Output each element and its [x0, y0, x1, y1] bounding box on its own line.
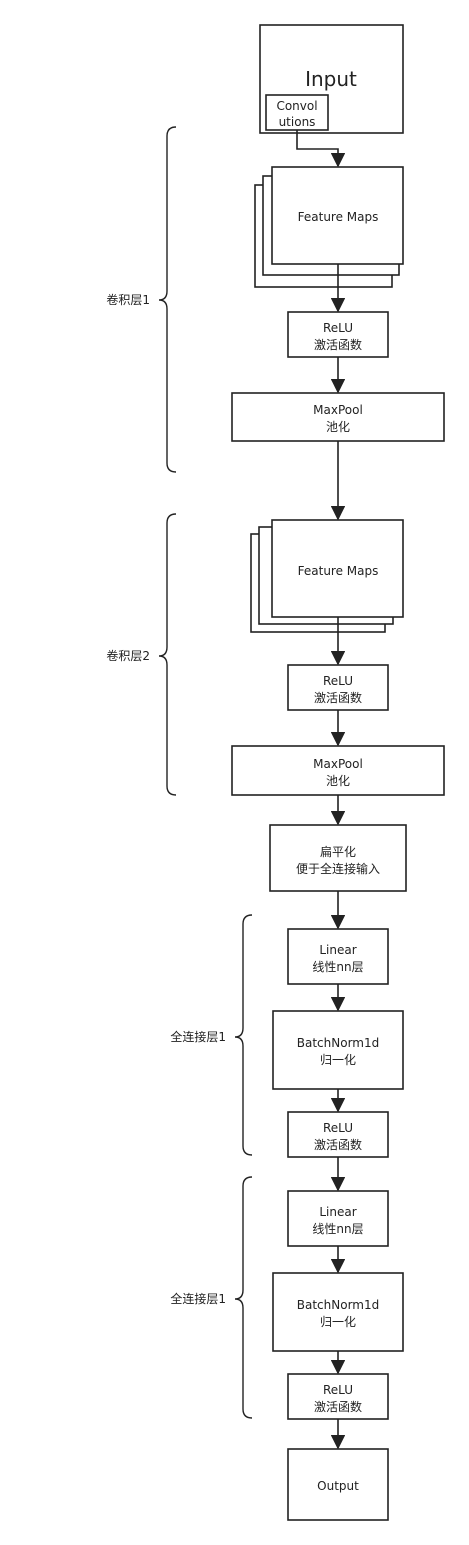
flatten-label-line1: 扁平化	[320, 845, 356, 859]
output-label: Output	[317, 1479, 359, 1493]
feature-maps-2-label: Feature Maps	[298, 564, 379, 578]
batchnorm-1-label-line1: BatchNorm1d	[297, 1036, 379, 1050]
relu-4-box	[287, 1373, 389, 1420]
fc-layer-1-brace	[234, 914, 253, 1156]
maxpool-2-label-line2: 池化	[326, 774, 350, 788]
conv-layer-2-brace	[158, 513, 177, 796]
relu-4-label-line1: ReLU	[323, 1383, 353, 1397]
output-box	[287, 1448, 389, 1521]
input-label: Input	[305, 67, 357, 91]
convolutions-label-line1: Convol	[276, 99, 317, 113]
maxpool-2-box	[231, 745, 445, 796]
relu-3-label-line2: 激活函数	[314, 1137, 362, 1152]
maxpool-1-box	[231, 392, 445, 442]
linear-2-label-line1: Linear	[319, 1205, 356, 1219]
conv-layer-1-label: 卷积层1	[106, 292, 150, 307]
batchnorm-2-label-line1: BatchNorm1d	[297, 1298, 379, 1312]
relu-4-label-line2: 激活函数	[314, 1399, 362, 1414]
relu-1-box	[287, 311, 389, 358]
feature-maps-1-label: Feature Maps	[298, 210, 379, 224]
relu-2-label-line1: ReLU	[323, 674, 353, 688]
linear-1-label-line2: 线性nn层	[312, 960, 363, 974]
batchnorm-2-box	[272, 1272, 404, 1352]
maxpool-1-label-line2: 池化	[326, 420, 350, 434]
relu-3-box	[287, 1111, 389, 1158]
conv-layer-1-brace	[158, 126, 177, 473]
fc-layer-2-brace	[234, 1176, 253, 1419]
linear-2-label-line2: 线性nn层	[312, 1222, 363, 1236]
feature-maps-2-box	[271, 519, 404, 618]
fc-layer-2-label: 全连接层1	[170, 1291, 226, 1306]
linear-1-box	[287, 928, 389, 985]
connector-conv-to-fm1	[296, 130, 346, 168]
convolutions-label-line2: utions	[279, 115, 316, 129]
flatten-label-line2: 便于全连接输入	[296, 861, 380, 876]
batchnorm-1-label-line2: 归一化	[320, 1053, 356, 1067]
relu-2-label-line2: 激活函数	[314, 690, 362, 705]
linear-1-label-line1: Linear	[319, 943, 356, 957]
batchnorm-2-label-line2: 归一化	[320, 1315, 356, 1329]
relu-1-label-line2: 激活函数	[314, 337, 362, 352]
flatten-box	[269, 824, 407, 892]
relu-2-box	[287, 664, 389, 711]
relu-3-label-line1: ReLU	[323, 1121, 353, 1135]
conv-layer-2-label: 卷积层2	[106, 648, 150, 663]
maxpool-1-label-line1: MaxPool	[313, 403, 363, 417]
fc-layer-1-label: 全连接层1	[170, 1029, 226, 1044]
maxpool-2-label-line1: MaxPool	[313, 757, 363, 771]
batchnorm-1-box	[272, 1010, 404, 1090]
relu-1-label-line1: ReLU	[323, 321, 353, 335]
